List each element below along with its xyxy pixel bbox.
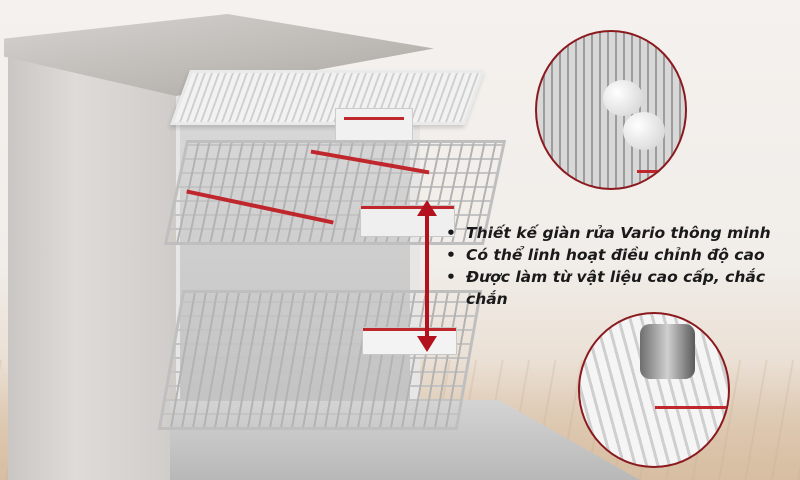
lower-rack bbox=[157, 290, 483, 430]
dishwasher-side-panel bbox=[8, 40, 178, 480]
lower-rack-handle bbox=[362, 327, 457, 355]
arrow-down-icon bbox=[417, 336, 437, 352]
inset-cutlery-tray bbox=[535, 30, 687, 190]
inset-red-rail bbox=[655, 406, 728, 409]
inset-red-rail bbox=[637, 170, 677, 173]
feature-item: Thiết kế giàn rửa Vario thông minh bbox=[440, 222, 800, 244]
height-adjust-arrow bbox=[425, 212, 429, 342]
inset-lower-rack bbox=[578, 312, 730, 468]
pot-icon bbox=[640, 324, 695, 379]
cutlery-tray-handle bbox=[335, 108, 413, 144]
feature-item: Được làm từ vật liệu cao cấp, chắc chắn bbox=[440, 266, 800, 310]
feature-list: Thiết kế giàn rửa Vario thông minh Có th… bbox=[440, 222, 800, 310]
cup-icon bbox=[603, 80, 643, 116]
cup-icon bbox=[623, 112, 665, 150]
arrow-up-icon bbox=[417, 200, 437, 216]
feature-item: Có thể linh hoạt điều chỉnh độ cao bbox=[440, 244, 800, 266]
cutlery-tray bbox=[169, 70, 486, 125]
